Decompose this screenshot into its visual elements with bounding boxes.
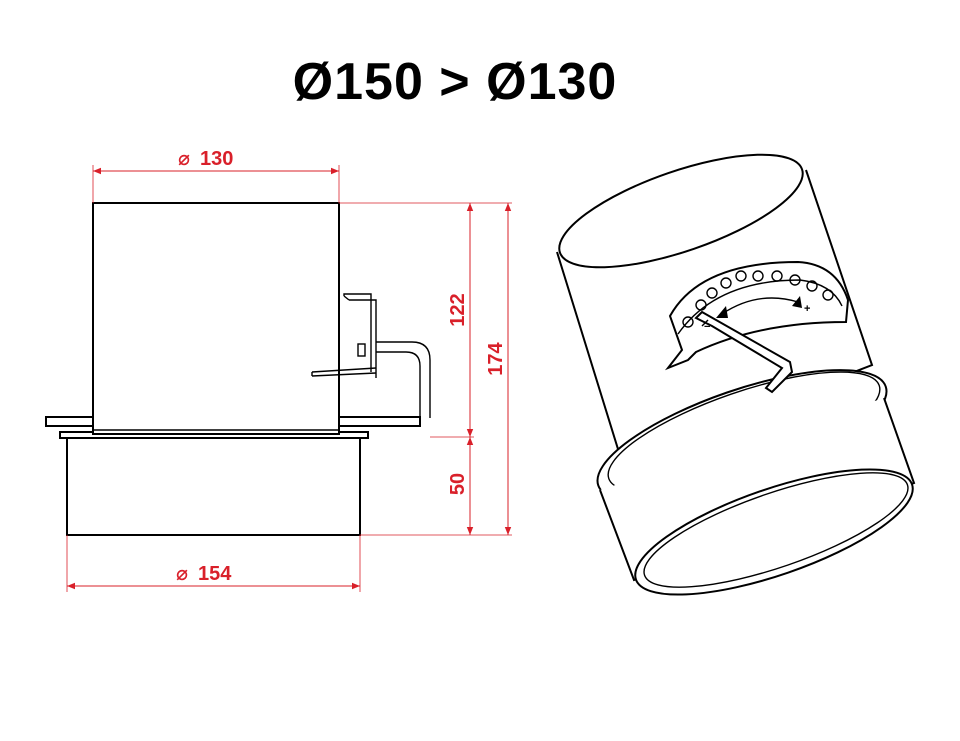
upper-cylinder-rim [558,153,804,269]
front-view: ⌀ 130 ⌀ 154 122 174 50 [45,148,512,592]
upper-body [92,202,340,435]
bottom-diameter-label: 154 [198,563,232,585]
svg-text:−: − [704,321,710,333]
lower-height-label: 50 [447,473,469,495]
lower-collar [66,437,361,536]
top-diameter-label: 130 [200,148,233,170]
bottom-diameter-symbol: ⌀ [176,563,188,585]
total-height-label: 174 [485,341,507,375]
damper-lever [311,293,431,418]
right-tab [335,416,421,427]
top-diameter-symbol: ⌀ [178,148,190,170]
lower-collar-opening [634,468,914,596]
svg-text:+: + [804,303,810,315]
page-title: Ø150 > Ø130 [292,53,618,111]
upper-height-label: 122 [447,293,469,326]
isometric-view: + − [556,153,916,596]
left-tab [45,416,95,427]
damper-control-plate: + − [664,260,850,394]
